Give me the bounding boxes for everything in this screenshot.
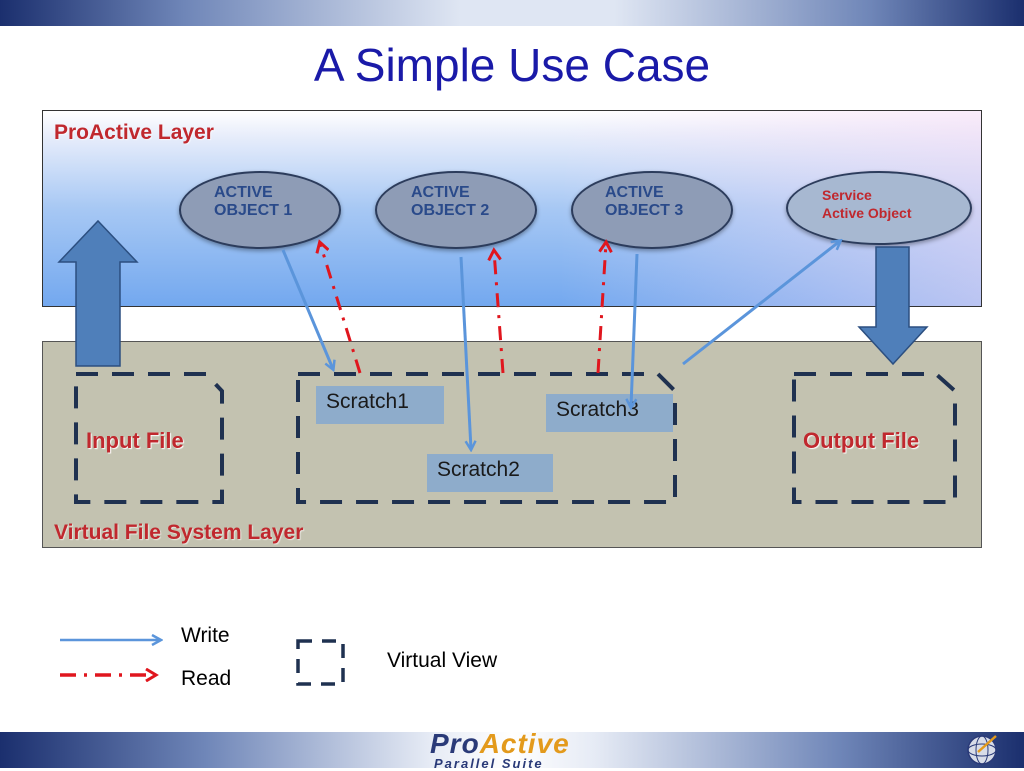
scratch3-box[interactable]: Scratch3 [546,394,673,432]
scratch2-box[interactable]: Scratch2 [427,454,553,492]
legend-virtual-view-label: Virtual View [387,649,498,672]
read-arrow-scratch-ao2 [494,251,505,374]
input-file-label: Input File [86,428,184,453]
legend-write-label: Write [181,624,230,647]
top-banner [0,0,1024,26]
write-arrow-ao3-scratch3 [631,253,639,407]
legend-read-label: Read [181,667,232,690]
active-object-2[interactable] [375,171,537,249]
legend-virtual-view-symbol [296,639,345,686]
write-arrow-ao2-scratch2 [459,256,471,449]
input-file-dashed-box [74,372,224,504]
output-down-block-arrow [857,246,929,366]
read-arrow-scratch3-ao3 [596,243,606,374]
read-arrow-scratch1-ao1 [320,243,362,374]
proactive-layer-label: ProActive Layer [54,121,214,144]
active-object-3[interactable] [571,171,733,249]
write-arrow-ao1-scratch1 [281,249,333,369]
bottom-banner [0,732,1024,768]
service-active-object[interactable] [786,171,972,245]
output-file-label: Output File [803,428,920,453]
page-title: A Simple Use Case [313,39,711,91]
vfs-layer-label: Virtual File System Layer [54,521,304,544]
active-object-1[interactable] [179,171,341,249]
scratch1-box[interactable]: Scratch1 [316,386,444,424]
write-arrow-scratch3-service [682,241,840,366]
input-up-block-arrow [57,219,139,367]
proactive-logo: ProActive Parallel Suite [430,728,570,771]
scratch-area-dashed-box [296,372,677,504]
output-file-dashed-box [792,372,957,504]
